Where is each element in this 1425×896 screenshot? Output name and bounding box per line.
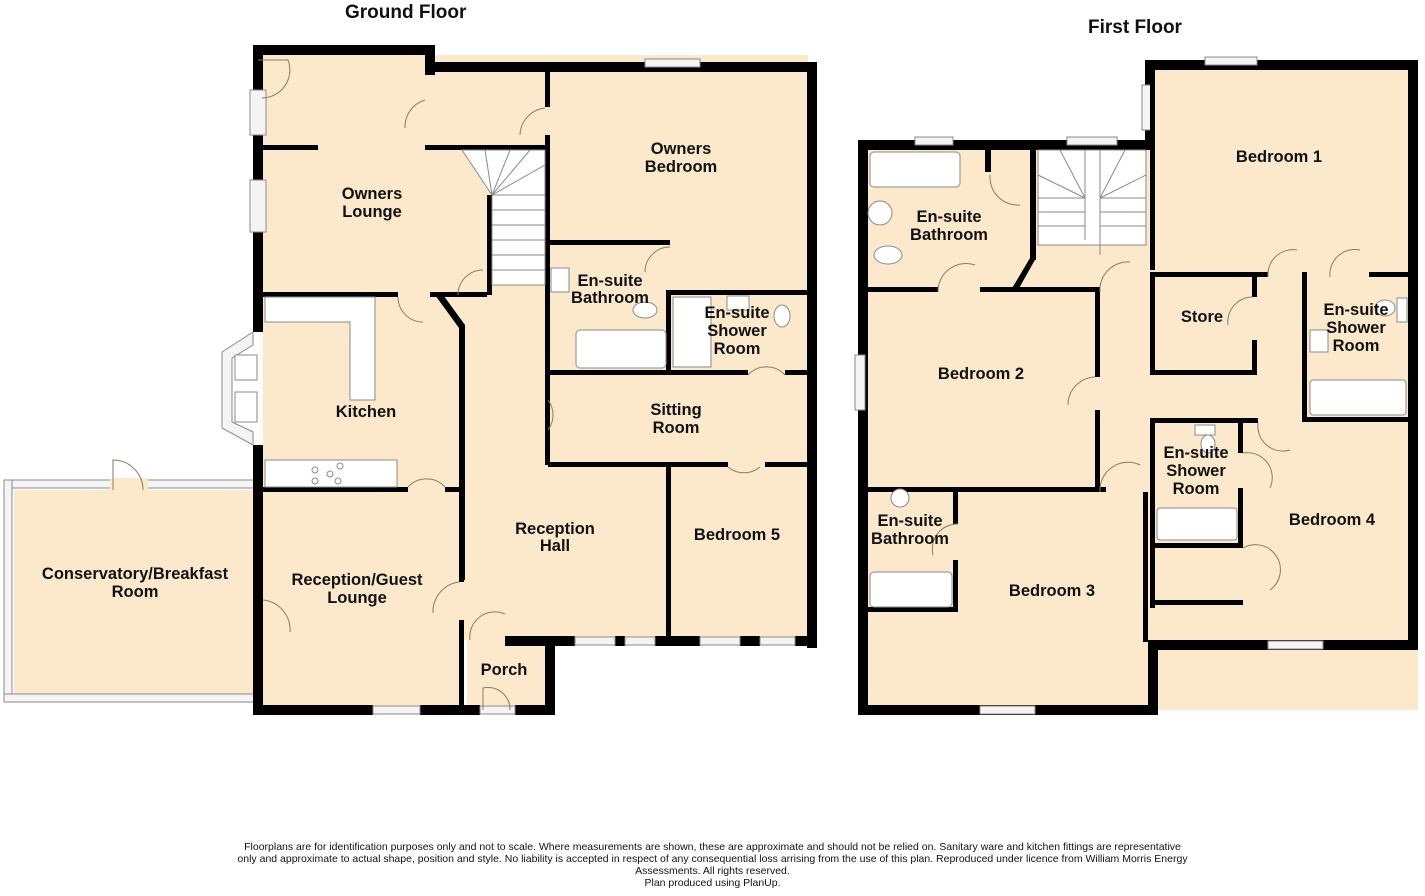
room-bedroom-4: Bedroom 4 [1289, 511, 1376, 529]
room-porch: Porch [481, 661, 528, 679]
room-store: Store [1181, 308, 1223, 326]
room-bedroom-1: Bedroom 1 [1236, 148, 1322, 166]
disclaimer-line-3: Assessments. All rights reserved. [635, 865, 790, 877]
disclaimer-line-2: only and approximate to actual shape, po… [237, 853, 1188, 865]
window [249, 89, 267, 136]
first-floor-title: First Floor [1088, 17, 1182, 38]
room-bedroom-5: Bedroom 5 [694, 526, 780, 544]
ground-floor-title: Ground Floor [345, 2, 467, 23]
conservatory-fill [14, 490, 259, 695]
room-bedroom-2: Bedroom 2 [938, 365, 1024, 383]
disclaimer: Floorplans are for identification purpos… [230, 841, 1195, 889]
disclaimer-line-4: Plan produced using PlanUp. [644, 877, 781, 889]
room-kitchen: Kitchen [336, 403, 397, 421]
room-bedroom-3: Bedroom 3 [1009, 582, 1095, 600]
disclaimer-line-1: Floorplans are for identification purpos… [244, 841, 1181, 853]
